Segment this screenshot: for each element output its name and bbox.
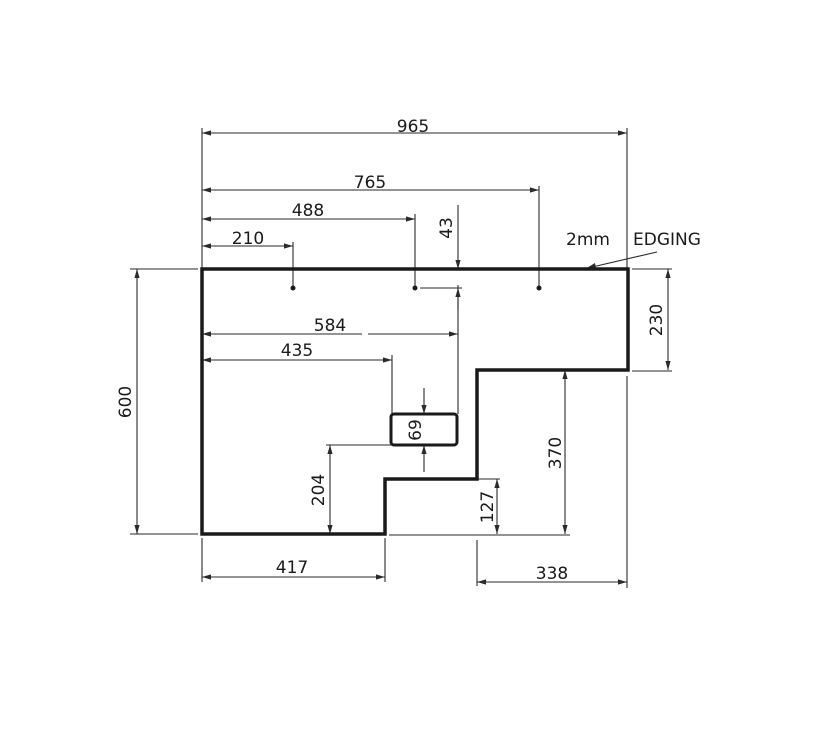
arrowhead bbox=[665, 361, 671, 370]
dim-600: 600 bbox=[116, 386, 136, 418]
edging-leader-arrowhead bbox=[586, 263, 596, 269]
hole-2 bbox=[412, 285, 418, 291]
hole-3 bbox=[536, 285, 542, 291]
arrowhead bbox=[202, 243, 211, 249]
arrowhead bbox=[406, 216, 415, 222]
edging-label: EDGING bbox=[633, 230, 701, 250]
arrowhead bbox=[327, 445, 333, 454]
dim-584: 584 bbox=[314, 316, 346, 336]
dimension-lines bbox=[130, 128, 672, 588]
dim-230: 230 bbox=[647, 304, 667, 336]
dim-370: 370 bbox=[546, 437, 566, 469]
hole-1 bbox=[290, 285, 296, 291]
arrowhead bbox=[134, 269, 140, 278]
edging-leader bbox=[587, 251, 658, 269]
arrowhead bbox=[477, 579, 486, 585]
arrowhead bbox=[665, 269, 671, 278]
dim-965: 965 bbox=[397, 117, 429, 137]
edging-thickness: 2mm bbox=[566, 230, 610, 250]
arrowhead bbox=[562, 370, 568, 379]
arrowhead bbox=[202, 357, 211, 363]
arrowhead bbox=[530, 187, 539, 193]
arrowhead bbox=[494, 479, 500, 488]
arrowhead bbox=[494, 525, 500, 534]
dim-488: 488 bbox=[292, 201, 324, 221]
arrowhead bbox=[449, 331, 458, 337]
arrowhead bbox=[618, 130, 627, 136]
arrowhead bbox=[376, 574, 385, 580]
dim-765: 765 bbox=[354, 173, 386, 193]
dim-435: 435 bbox=[281, 341, 313, 361]
arrowhead bbox=[383, 357, 392, 363]
dim-127: 127 bbox=[478, 491, 498, 523]
dim-69: 69 bbox=[406, 419, 426, 441]
dim-210: 210 bbox=[232, 229, 264, 249]
arrowhead bbox=[562, 525, 568, 534]
arrowhead bbox=[455, 260, 461, 269]
arrowhead bbox=[618, 579, 627, 585]
arrowhead bbox=[284, 243, 293, 249]
arrowhead bbox=[202, 216, 211, 222]
arrowhead bbox=[421, 445, 427, 454]
arrowhead bbox=[421, 405, 427, 414]
arrowhead bbox=[202, 574, 211, 580]
desk-outline bbox=[200, 267, 630, 536]
cable-cutout bbox=[389, 412, 459, 447]
dim-43: 43 bbox=[437, 217, 457, 239]
arrowhead bbox=[202, 130, 211, 136]
arrowhead bbox=[455, 288, 461, 297]
dim-204: 204 bbox=[309, 474, 329, 506]
arrowhead bbox=[327, 525, 333, 534]
arrowhead bbox=[134, 525, 140, 534]
dim-417: 417 bbox=[276, 558, 308, 578]
dim-338: 338 bbox=[536, 564, 568, 584]
arrowhead bbox=[202, 331, 211, 337]
arrowhead bbox=[202, 187, 211, 193]
